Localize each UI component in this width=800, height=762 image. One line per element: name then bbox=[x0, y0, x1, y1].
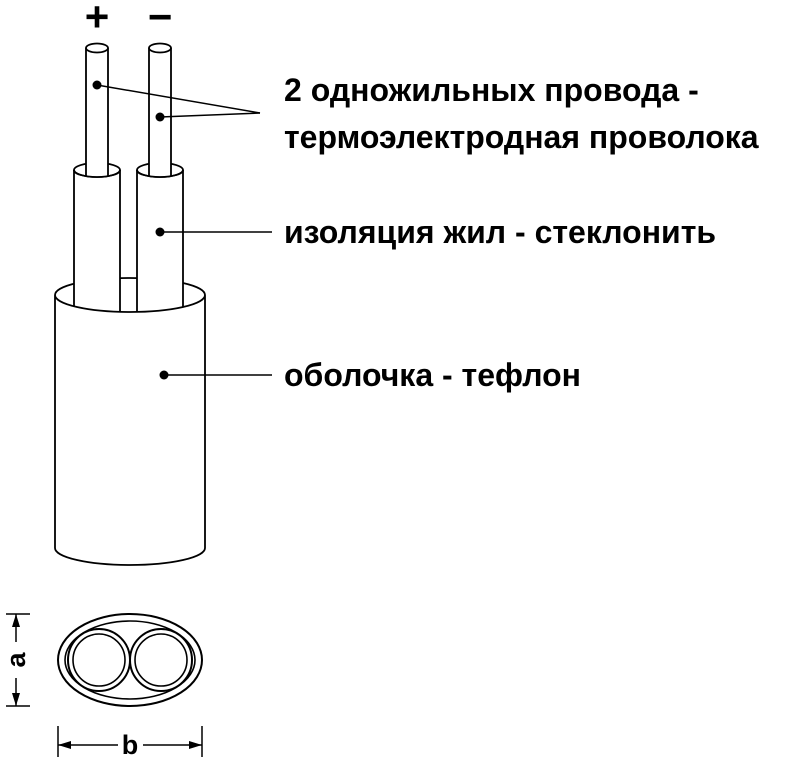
callout-sheath: оболочка - тефлон bbox=[284, 357, 581, 393]
cross-section-core-right-inner bbox=[134, 633, 188, 687]
dimension-b-arrow-left bbox=[58, 741, 71, 749]
dimension-a-arrow-up bbox=[12, 614, 20, 627]
wire-left-sides bbox=[85, 48, 109, 177]
callout-dot-wire-right bbox=[155, 112, 165, 122]
dimension-b-label: b bbox=[122, 730, 139, 760]
dimension-a: a bbox=[1, 613, 31, 707]
cable-side-view: + − bbox=[54, 0, 206, 566]
wire-right-cap bbox=[148, 42, 172, 54]
dimension-b-extension-lines bbox=[57, 726, 203, 757]
callout-wires-line1: 2 одножильных провода - bbox=[284, 72, 699, 108]
callout-dot-wire-left bbox=[92, 80, 102, 90]
dimension-a-arrow-down bbox=[12, 693, 20, 706]
cross-section-core-right-outer bbox=[129, 628, 193, 692]
dimension-b-label-gap bbox=[118, 731, 143, 758]
dimension-a-extension-lines bbox=[6, 613, 30, 707]
callout-leaders bbox=[92, 80, 272, 380]
insulation-sleeve-right-sides bbox=[136, 170, 184, 313]
leader-line-wire-left bbox=[96, 84, 261, 114]
cross-section-core-left-outer bbox=[67, 628, 131, 692]
sheath-cylinder bbox=[54, 294, 206, 566]
insulation-sleeve-left-cap-front-arc bbox=[73, 169, 121, 178]
callout-insulation: изоляция жил - стеклонить bbox=[284, 214, 716, 250]
dimension-a-label: a bbox=[1, 652, 31, 668]
polarity-plus-label: + bbox=[85, 0, 110, 40]
dimension-a-label-gap bbox=[4, 642, 27, 678]
dimension-b: b bbox=[57, 726, 203, 760]
callout-texts: 2 одножильных провода - термоэлектродная… bbox=[284, 72, 759, 393]
callout-wires-line2: термоэлектродная проволока bbox=[284, 119, 759, 155]
sheath-top-back-arc bbox=[54, 277, 206, 296]
insulation-sleeve-right-body bbox=[137, 170, 183, 313]
polarity-minus-label: − bbox=[148, 0, 173, 40]
cross-section-core-left-inner bbox=[72, 633, 126, 687]
insulation-sleeve-left-body bbox=[74, 170, 120, 313]
callout-dot-sheath bbox=[159, 370, 169, 380]
insulation-sleeve-left-sides bbox=[73, 170, 121, 313]
wire-left-cap bbox=[85, 42, 109, 54]
cable-cross-section bbox=[57, 613, 203, 707]
insulation-sleeve-right-cap-front-arc bbox=[136, 169, 184, 178]
wire-left-body bbox=[86, 48, 108, 177]
callout-dot-insulation bbox=[155, 227, 165, 237]
wire-right-sides bbox=[148, 48, 172, 177]
cross-section-sheath-inner bbox=[64, 620, 196, 700]
leader-line-wire-right bbox=[159, 112, 261, 118]
dimension-b-arrow-right bbox=[189, 741, 202, 749]
